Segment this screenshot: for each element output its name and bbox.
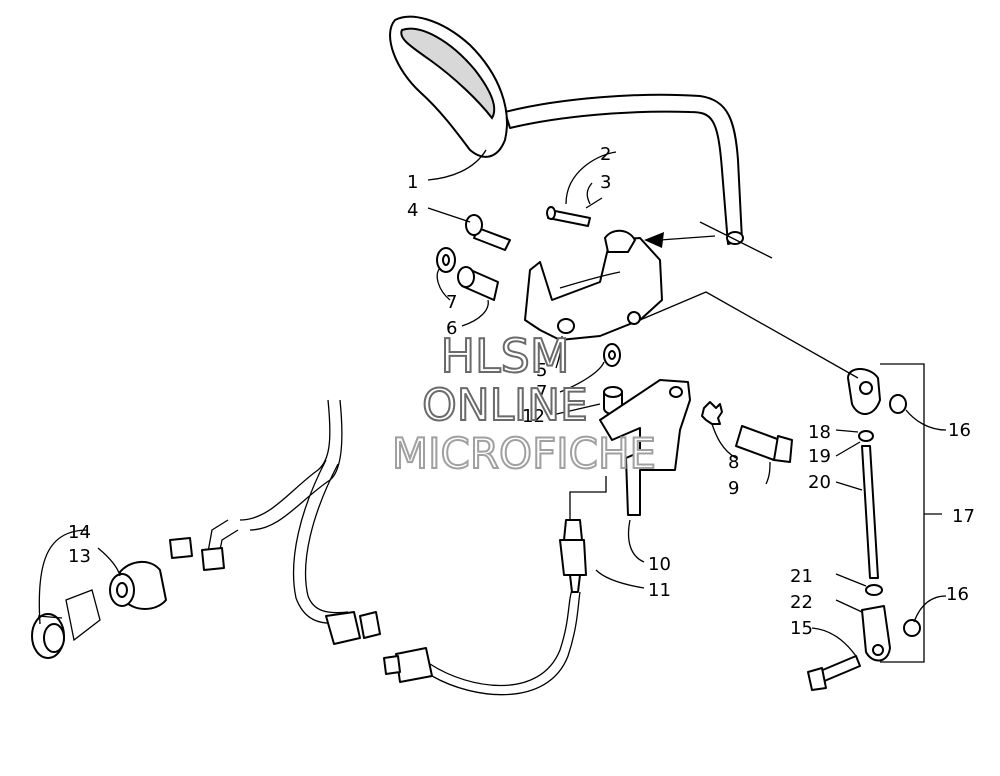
callout-6: 6 — [446, 318, 457, 339]
watermark-line-3: MICROFICHE — [392, 429, 656, 478]
callout-10: 10 — [648, 554, 671, 575]
callout-12: 12 — [522, 406, 545, 427]
callout-5: 5 — [536, 360, 547, 381]
washer-7-upper — [436, 247, 456, 273]
callout-1: 1 — [407, 172, 418, 193]
leader-lines — [38, 149, 947, 657]
callout-11: 11 — [648, 580, 671, 601]
callout-18: 18 — [808, 422, 831, 443]
tie-rod-assembly — [639, 291, 921, 691]
callout-20: 20 — [808, 472, 831, 493]
callout-21: 21 — [790, 566, 813, 587]
callout-2: 2 — [600, 144, 611, 165]
star-washer-8 — [701, 401, 723, 425]
callout-16-upper: 16 — [948, 420, 971, 441]
switch-bracket-10 — [599, 379, 691, 516]
callout-8: 8 — [728, 452, 739, 473]
watermark-line-1: HLSM — [440, 329, 569, 383]
bolt-4 — [465, 214, 511, 251]
callout-7-upper: 7 — [446, 292, 457, 313]
callout-19: 19 — [808, 446, 831, 467]
callout-17: 17 — [952, 506, 975, 527]
callout-9: 9 — [728, 478, 739, 499]
shift-handle — [389, 15, 773, 259]
callout-4: 4 — [407, 200, 418, 221]
shift-bracket — [524, 229, 663, 341]
nut-14 — [31, 613, 65, 659]
bushing-6 — [457, 266, 499, 301]
watermark: HLSM ONLINE MICROFICHE — [391, 328, 657, 479]
washer-14 — [65, 589, 101, 642]
callout-22: 22 — [790, 592, 813, 613]
callouts: 1 2 3 4 7 6 5 7 12 8 9 10 11 14 13 18 19… — [68, 144, 975, 639]
watermark-line-2: ONLINE — [422, 380, 588, 431]
assembly-arrow — [644, 232, 716, 248]
callout-13: 13 — [68, 546, 91, 567]
group-bracket-17 — [880, 363, 925, 663]
pin-and-cotter — [546, 197, 603, 227]
bolt-9 — [735, 425, 793, 463]
callout-15: 15 — [790, 618, 813, 639]
wiring-harness — [169, 399, 587, 696]
callout-14: 14 — [68, 522, 91, 543]
key-switch-13 — [109, 561, 167, 610]
washer-7-lower — [603, 343, 621, 367]
callout-16-lower: 16 — [946, 584, 969, 605]
callout-7-lower: 7 — [536, 382, 547, 403]
callout-3: 3 — [600, 172, 611, 193]
